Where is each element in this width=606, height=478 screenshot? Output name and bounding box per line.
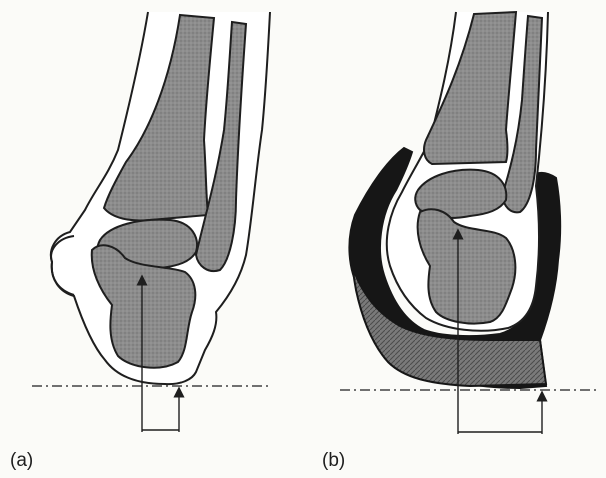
panel-b <box>340 12 598 434</box>
panel-a <box>32 12 270 432</box>
panel-b-tibia <box>424 12 516 164</box>
panel-b-label: (b) <box>322 450 345 472</box>
panel-a-label: (a) <box>10 450 33 472</box>
